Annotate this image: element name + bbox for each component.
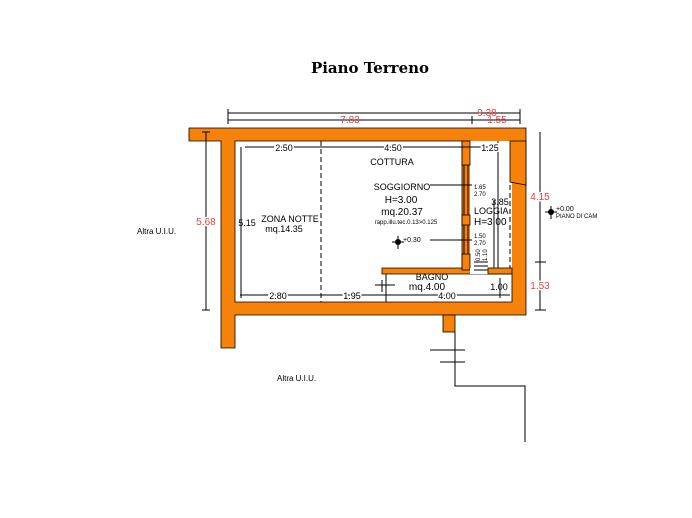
loggia-area xyxy=(470,141,512,268)
exterior-lines xyxy=(430,332,526,442)
dim-window2-b: 2.70 xyxy=(474,241,486,247)
dim-total-width: 9.38 xyxy=(477,108,497,119)
neighbor-left: Altra U.I.U. xyxy=(137,227,176,236)
dim-top-loggia: 1.25 xyxy=(481,143,499,153)
dim-window1-b: 2.70 xyxy=(474,192,486,198)
room-zona-notte-area: mq.14.35 xyxy=(265,224,303,234)
dim-top-soggiorno: 4.50 xyxy=(384,143,402,153)
dim-outer-height: 5.68 xyxy=(196,217,216,228)
level-exterior-label: PIANO DI CAM xyxy=(556,214,597,220)
room-bagno-area: mq.4.00 xyxy=(409,282,446,293)
dim-bottom-bagno: 4.00 xyxy=(438,291,456,301)
dim-inner-height: 5.15 xyxy=(238,218,256,228)
room-zona-notte-name: ZONA NOTTE xyxy=(261,214,319,224)
neighbor-bottom: Altra U.I.U. xyxy=(277,374,316,383)
dim-bagno-height: 1.00 xyxy=(490,282,508,292)
dim-door-b: 1.10 xyxy=(483,249,489,261)
dim-bottom-zona-notte: 2.80 xyxy=(269,291,287,301)
level-marker-icon xyxy=(392,206,557,249)
room-soggiorno-ratio: rapp.illu.tec.0.13>0.125 xyxy=(375,220,438,226)
dim-window1-a: 1.65 xyxy=(474,185,486,191)
dim-right-upper: 4.15 xyxy=(530,192,550,203)
dim-width-main: 7.83 xyxy=(340,115,360,126)
dim-top-zona-notte: 2.50 xyxy=(275,143,293,153)
room-loggia-height: H=3.00 xyxy=(474,217,507,228)
room-soggiorno-name: SOGGIORNO xyxy=(374,182,431,192)
room-cottura-name: COTTURA xyxy=(370,157,414,167)
room-soggiorno-area: mq.20.37 xyxy=(381,207,423,218)
dim-right-lower: 1.53 xyxy=(530,281,550,292)
dim-door-a: 0.50 xyxy=(476,249,482,261)
wall-pier xyxy=(461,140,471,166)
wall-notch xyxy=(509,140,527,186)
dim-loggia-depth: 3.85 xyxy=(491,197,509,207)
wall-pier xyxy=(461,214,471,226)
dim-window2-a: 1.50 xyxy=(474,234,486,240)
level-exterior: +0.00 xyxy=(556,206,574,213)
room-bagno-name: BAGNO xyxy=(416,272,449,282)
dim-width-loggia: 1.55 xyxy=(487,115,507,126)
plan-title: Piano Terreno xyxy=(311,59,429,77)
dim-bottom-mid: 1.95 xyxy=(343,291,361,301)
level-interior: +0.30 xyxy=(403,237,421,244)
wall-segment xyxy=(487,267,513,275)
wall-pier xyxy=(461,253,471,271)
room-loggia-name: LOGGIA xyxy=(474,206,509,216)
room-soggiorno-height: H=3.00 xyxy=(385,195,418,206)
dimension-lines xyxy=(202,109,546,311)
pillar xyxy=(442,314,456,333)
